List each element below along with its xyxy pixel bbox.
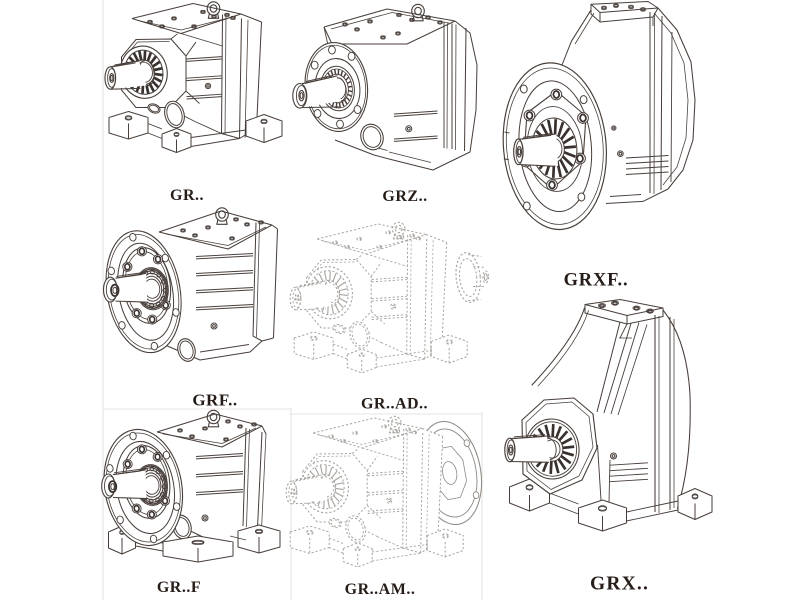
svg-text:GRF..: GRF.. [192, 391, 237, 410]
svg-text:GR..AM..: GR..AM.. [345, 581, 416, 598]
svg-text:GRZ..: GRZ.. [382, 188, 427, 205]
svg-text:GRX..: GRX.. [590, 574, 649, 595]
svg-text:GR..F: GR..F [157, 579, 201, 596]
svg-text:GR..AD..: GR..AD.. [361, 396, 428, 413]
svg-text:GR..: GR.. [170, 187, 204, 204]
svg-text:GRXF..: GRXF.. [564, 271, 629, 291]
